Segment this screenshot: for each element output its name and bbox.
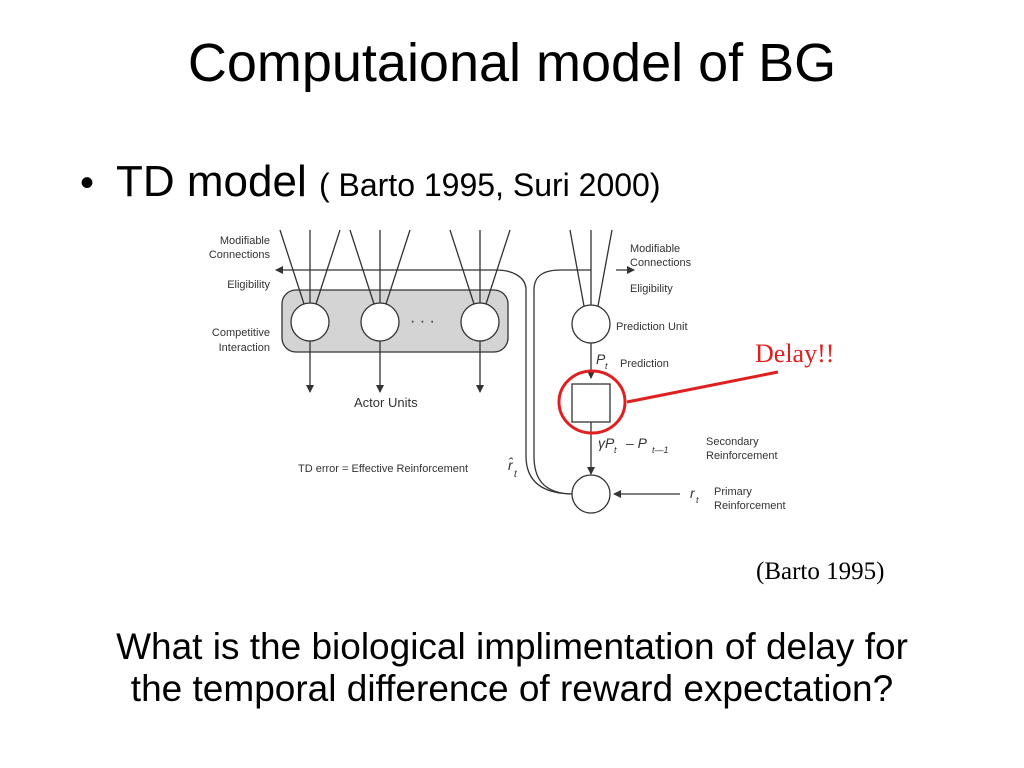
actor-ellipsis: · · · xyxy=(410,313,435,330)
bullet-symbol: • xyxy=(80,161,95,205)
td-error-unit xyxy=(571,474,611,514)
gamma-p-symbol: γP xyxy=(598,435,615,451)
delay-label: Delay!! xyxy=(755,339,835,368)
competitive-label-1: Competitive xyxy=(212,327,270,339)
primary-label-1: Primary xyxy=(714,486,752,498)
bullet-sub-text: ( Barto 1995, Suri 2000) xyxy=(318,167,661,203)
r-subscript: t xyxy=(696,495,699,505)
competitive-label-2: Interaction xyxy=(219,342,270,354)
p-subscript: t xyxy=(605,361,608,371)
td-error-label: TD error = Effective Reinforcement xyxy=(298,463,468,475)
r-hat-subscript: t xyxy=(514,469,518,480)
prediction-unit-label: Prediction Unit xyxy=(616,321,688,333)
right-modifiable-label-1: Modifiable xyxy=(630,243,680,255)
slide-title: Computaional model of BG xyxy=(187,33,837,93)
minus-p-subscript: t—1 xyxy=(652,445,669,455)
actor-unit-1 xyxy=(290,302,330,342)
left-eligibility-label: Eligibility xyxy=(227,279,270,291)
actor-unit-2 xyxy=(360,302,400,342)
left-modifiable-label-1: Modifiable xyxy=(220,235,270,247)
left-modifiable-label-2: Connections xyxy=(209,249,271,261)
gamma-p-subscript: t xyxy=(614,445,617,455)
td-model-figure: Modifiable Connections Eligibility Compe… xyxy=(209,229,786,514)
question-line-1: What is the biological implimentation of… xyxy=(116,626,908,667)
question-line-2: the temporal difference of reward expect… xyxy=(130,668,894,709)
r-symbol: r xyxy=(690,485,696,501)
secondary-label-1: Secondary xyxy=(706,436,759,448)
actor-unit-3 xyxy=(460,302,500,342)
figure-citation: (Barto 1995) xyxy=(756,558,885,585)
r-hat-symbol: r̂ xyxy=(508,456,514,473)
actor-units-label: Actor Units xyxy=(354,395,418,410)
right-modifiable-label-2: Connections xyxy=(630,257,692,269)
right-eligibility-label: Eligibility xyxy=(630,283,673,295)
secondary-label-2: Reinforcement xyxy=(706,450,778,462)
delay-box xyxy=(571,383,611,423)
p-symbol: P xyxy=(596,351,606,367)
minus-p-symbol: – P xyxy=(625,435,648,451)
question-text: What is the biological implimentation of… xyxy=(0,626,1024,710)
bullet-main-text: TD model xyxy=(116,157,307,206)
primary-label-2: Reinforcement xyxy=(714,500,786,512)
prediction-unit xyxy=(571,304,611,344)
bullet-td-model: • TD model ( Barto 1995, Suri 2000) xyxy=(80,152,660,215)
prediction-label: Prediction xyxy=(620,358,669,370)
